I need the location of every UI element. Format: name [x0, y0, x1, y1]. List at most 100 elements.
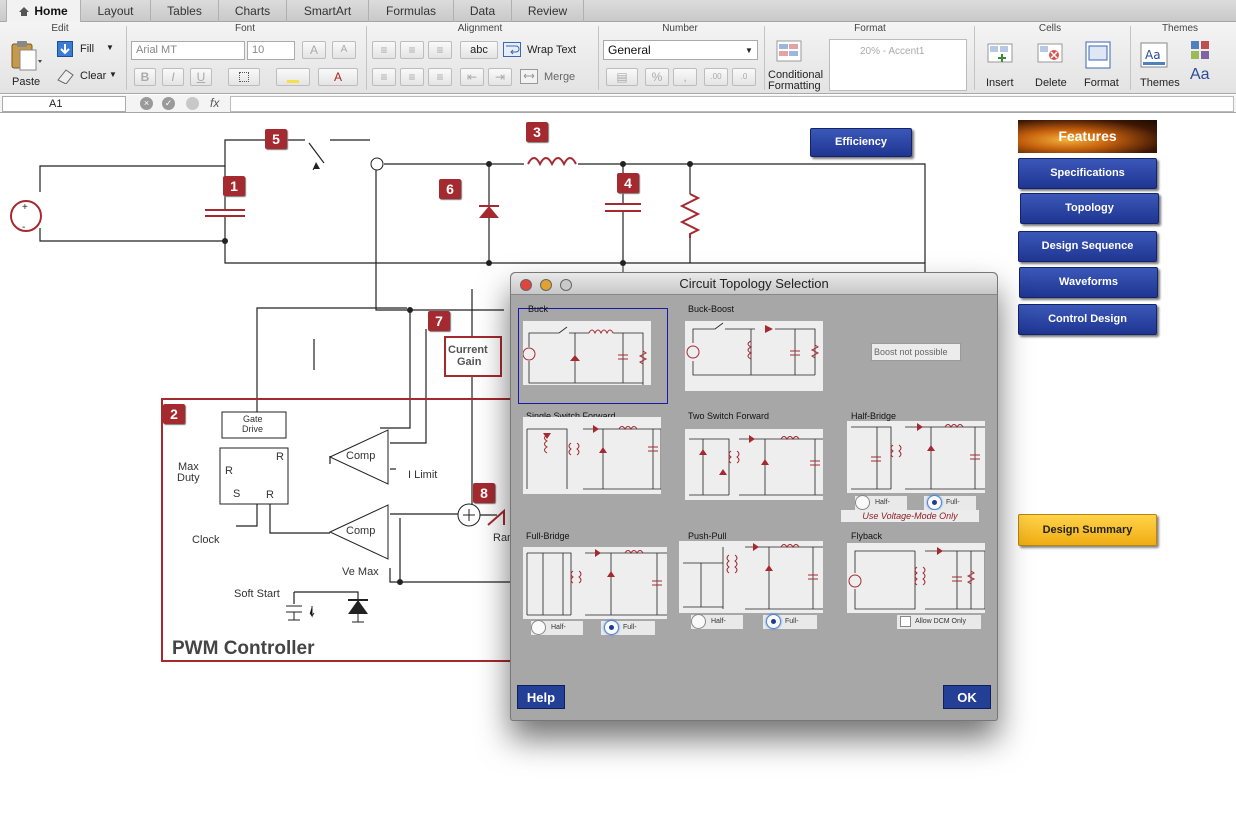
- buck-thumbnail[interactable]: [523, 321, 651, 385]
- tab-layout[interactable]: Layout: [81, 0, 151, 22]
- badge-1[interactable]: 1: [223, 176, 245, 196]
- grow-font-button[interactable]: A: [302, 41, 326, 59]
- borders-button[interactable]: [228, 68, 260, 86]
- italic-button[interactable]: I: [162, 68, 184, 86]
- fx-label[interactable]: fx: [210, 96, 220, 110]
- help-button[interactable]: Help: [517, 685, 565, 709]
- name-box[interactable]: A1: [2, 96, 126, 112]
- push-pull-half-radio[interactable]: [691, 614, 706, 629]
- badge-8[interactable]: 8: [473, 483, 495, 503]
- dialog-title-bar[interactable]: Circuit Topology Selection: [511, 273, 997, 295]
- theme-colors-button[interactable]: [1190, 40, 1220, 62]
- tab-charts[interactable]: Charts: [219, 0, 287, 22]
- badge-7[interactable]: 7: [428, 311, 450, 331]
- bold-button[interactable]: B: [134, 68, 156, 86]
- tab-formulas[interactable]: Formulas: [369, 0, 454, 22]
- close-icon[interactable]: [520, 279, 532, 291]
- insert-function-icon[interactable]: [186, 97, 199, 110]
- design-summary-button[interactable]: Design Summary: [1018, 514, 1157, 546]
- full-bridge-full-option[interactable]: Full-: [601, 620, 655, 635]
- design-sequence-button[interactable]: Design Sequence: [1018, 231, 1157, 262]
- tab-home[interactable]: Home: [6, 0, 81, 22]
- full-bridge-full-radio[interactable]: [604, 620, 619, 635]
- efficiency-button[interactable]: Efficiency: [810, 128, 912, 157]
- align-top-icon[interactable]: ≡: [372, 41, 396, 59]
- full-bridge-half-option[interactable]: Half-: [531, 620, 583, 635]
- specifications-button[interactable]: Specifications: [1018, 158, 1157, 189]
- align-left-icon[interactable]: ≡: [372, 68, 396, 86]
- push-pull-full-radio[interactable]: [766, 614, 781, 629]
- badge-4[interactable]: 4: [617, 173, 639, 193]
- latch-r-label: R: [266, 489, 274, 501]
- theme-colors-icon: [1191, 41, 1209, 59]
- number-format-select[interactable]: General: [603, 40, 758, 60]
- format-cells-button[interactable]: Format: [1080, 40, 1124, 92]
- increase-indent-icon[interactable]: ⇥: [488, 68, 512, 86]
- paste-button[interactable]: Paste: [6, 40, 48, 90]
- ok-button[interactable]: OK: [943, 685, 991, 709]
- eraser-icon: [57, 69, 74, 84]
- badge-3[interactable]: 3: [526, 122, 548, 142]
- badge-6[interactable]: 6: [439, 179, 461, 199]
- topology-button[interactable]: Topology: [1020, 193, 1159, 224]
- decrease-decimal-icon[interactable]: .0: [732, 68, 756, 86]
- allow-dcm-checkbox[interactable]: [900, 616, 911, 627]
- percent-button[interactable]: %: [645, 68, 669, 86]
- conditional-formatting-button[interactable]: Conditional Formatting: [768, 38, 828, 92]
- full-bridge-half-radio[interactable]: [531, 620, 546, 635]
- buck-boost-thumbnail[interactable]: [685, 321, 823, 391]
- font-name-select[interactable]: Arial MT: [131, 41, 245, 60]
- waveforms-button[interactable]: Waveforms: [1019, 267, 1158, 298]
- delete-cells-button[interactable]: Delete: [1030, 40, 1074, 92]
- two-switch-forward-thumbnail[interactable]: [685, 429, 823, 500]
- half-bridge-full-option[interactable]: Full-: [924, 495, 976, 510]
- half-bridge-half-option[interactable]: Half-: [855, 495, 907, 510]
- half-bridge-thumbnail[interactable]: [847, 421, 985, 493]
- insert-cells-button[interactable]: Insert: [980, 40, 1024, 92]
- cell-style-gallery[interactable]: 20% - Accent1: [829, 39, 967, 91]
- orientation-button[interactable]: abc: [460, 41, 498, 59]
- full-bridge-thumbnail[interactable]: [523, 547, 667, 619]
- fill-color-button[interactable]: [276, 68, 310, 86]
- theme-fonts-button[interactable]: Aa: [1190, 66, 1210, 83]
- tab-tables[interactable]: Tables: [151, 0, 219, 22]
- push-pull-half-option[interactable]: Half-: [691, 614, 743, 629]
- push-pull-thumbnail[interactable]: [679, 541, 823, 613]
- fill-button[interactable]: Fill ▼: [56, 41, 116, 59]
- currency-icon[interactable]: ▤: [606, 68, 638, 86]
- formula-input[interactable]: [230, 96, 1234, 112]
- zoom-icon[interactable]: [560, 279, 572, 291]
- circuit-topology-dialog: Circuit Topology Selection Buck Buck-Boo…: [510, 272, 998, 721]
- half-bridge-full-radio[interactable]: [927, 495, 942, 510]
- single-switch-forward-thumbnail[interactable]: [523, 417, 661, 494]
- align-middle-icon[interactable]: ≡: [400, 41, 424, 59]
- decrease-indent-icon[interactable]: ⇤: [460, 68, 484, 86]
- flyback-thumbnail[interactable]: [847, 543, 985, 613]
- cancel-icon[interactable]: ×: [140, 97, 153, 110]
- half-bridge-half-radio[interactable]: [855, 495, 870, 510]
- push-pull-full-option[interactable]: Full-: [763, 614, 817, 629]
- badge-2[interactable]: 2: [163, 404, 185, 424]
- control-design-button[interactable]: Control Design: [1018, 304, 1157, 335]
- tab-smartart[interactable]: SmartArt: [287, 0, 369, 22]
- themes-button[interactable]: Aa Themes: [1136, 40, 1182, 92]
- badge-5[interactable]: 5: [265, 129, 287, 149]
- wrap-text-button[interactable]: Wrap Text: [503, 41, 595, 59]
- shrink-font-button[interactable]: A: [332, 41, 356, 59]
- underline-button[interactable]: U: [190, 68, 212, 86]
- font-color-button[interactable]: A: [318, 68, 358, 86]
- minimize-icon[interactable]: [540, 279, 552, 291]
- align-center-icon[interactable]: ≡: [400, 68, 424, 86]
- tab-review[interactable]: Review: [512, 0, 584, 22]
- comma-style-button[interactable]: ,: [673, 68, 697, 86]
- allow-dcm-option[interactable]: Allow DCM Only: [897, 615, 981, 629]
- align-right-icon[interactable]: ≡: [428, 68, 452, 86]
- merge-button[interactable]: Merge: [520, 68, 594, 86]
- increase-decimal-icon[interactable]: .00: [704, 68, 728, 86]
- font-size-select[interactable]: 10: [247, 41, 295, 60]
- align-bottom-icon[interactable]: ≡: [428, 41, 452, 59]
- enter-icon[interactable]: ✓: [162, 97, 175, 110]
- tab-data[interactable]: Data: [454, 0, 512, 22]
- clear-button[interactable]: Clear ▼: [56, 68, 117, 86]
